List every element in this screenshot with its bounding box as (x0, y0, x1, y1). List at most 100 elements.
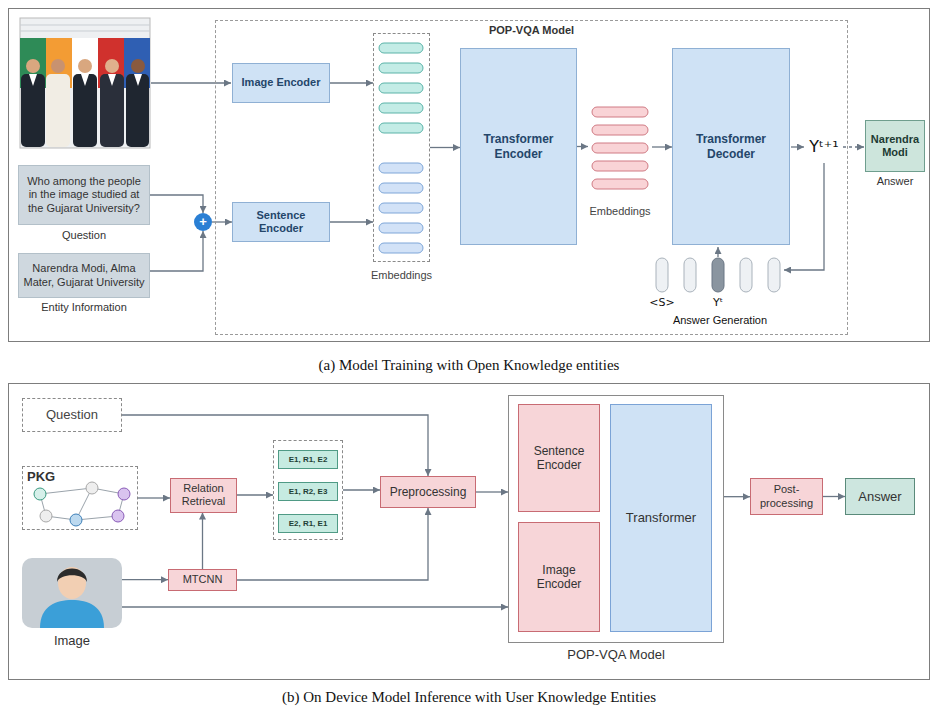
person-body (21, 74, 45, 147)
input-box: Question (22, 398, 122, 432)
box-label: Sentence Encoder (523, 444, 595, 473)
flow-arrow (577, 146, 588, 147)
answer-arrow (843, 146, 864, 147)
box-caption: Question (62, 229, 106, 242)
box-caption: (a) Model Training with Open Knowledge e… (319, 356, 620, 374)
answer-box: Answer (845, 478, 915, 515)
box-label: Who among the people in the image studie… (23, 175, 145, 215)
text-area: Transformer Encoder (465, 132, 572, 161)
box-label: Transformer Decoder (677, 132, 785, 161)
text-area: + (194, 214, 212, 230)
embedding-pills (379, 43, 648, 253)
encoder-box: Image Encoder (232, 63, 330, 103)
flow-arrow (343, 489, 380, 490)
box-caption: Image (54, 633, 90, 649)
text-area: E2, R1, E1 (281, 519, 335, 529)
box-label: Image Encoder (242, 76, 321, 89)
text-area: E1, R2, E3 (281, 487, 335, 497)
flow-arrow (430, 147, 460, 148)
section-label: Answer Generation (673, 314, 767, 327)
text-area: Post-processing (755, 483, 818, 509)
process-box: Relation Retrieval (170, 478, 237, 513)
person-body (126, 74, 149, 147)
feedback-arrow (784, 163, 824, 270)
person-head (131, 59, 145, 73)
triple-box: E1, R2, E3 (278, 482, 338, 501)
person-body (100, 74, 124, 147)
embedding-pill (592, 125, 648, 135)
triple-group: E1, R1, E2 E1, R2, E3 E2, R1, E1 (273, 440, 343, 540)
flow-arrow (150, 195, 203, 213)
triple-box: E2, R1, E1 (278, 514, 338, 533)
embedding-pill (379, 63, 423, 73)
token-pill (712, 258, 724, 292)
flow-arrow (237, 494, 273, 495)
flow-arrow (237, 508, 428, 580)
person-body (73, 74, 97, 147)
embedding-pill (592, 179, 648, 189)
output-token: Yᵗ⁺¹ (809, 137, 838, 156)
question-box: Who among the people in the image studie… (18, 165, 150, 225)
graph-node (112, 510, 124, 522)
ceiling-line (20, 25, 150, 26)
icon-face (58, 567, 86, 599)
embedding-pill (592, 143, 648, 153)
token-pill (768, 258, 780, 292)
embedding-pill (379, 163, 423, 173)
transformer-box: Transformer Encoder (460, 48, 577, 245)
flow-arrow (330, 221, 373, 222)
embedding-pill (592, 161, 648, 171)
graph-edge (40, 488, 92, 494)
model-frame: Image EncoderSentence EncoderEmbeddingsT… (215, 20, 848, 335)
token-pill (684, 258, 696, 292)
box-label: Transformer (626, 510, 696, 526)
triple-box: E1, R1, E2 (278, 450, 338, 469)
embedding-pill (379, 43, 423, 53)
embedding-stack: Embeddings (373, 33, 430, 262)
text-area: Narendra Modi, Alma Mater, Gujarat Unive… (23, 262, 145, 288)
box-caption: Answer (877, 175, 914, 188)
person-shirt (29, 74, 37, 86)
text-area: Preprocessing (385, 485, 471, 499)
text-area: Image Encoder (237, 76, 325, 89)
text-area: Relation Retrieval (175, 482, 232, 508)
box-label: E2, R1, E1 (289, 519, 328, 529)
process-box: Post-processing (750, 478, 823, 515)
flow-arrow (330, 82, 373, 83)
flow-arrow (122, 606, 508, 607)
person-body (46, 74, 70, 147)
token-label: <S> (649, 296, 674, 309)
flow-arrow (122, 579, 168, 580)
flow-arrow (150, 231, 203, 271)
output-arrow (791, 146, 804, 147)
embedding-pill (379, 103, 423, 113)
process-box: MTCNN (168, 569, 237, 591)
graph-box: PKG (22, 466, 138, 530)
text-area: Answer (850, 489, 910, 505)
flow-arrow (122, 415, 428, 476)
embedding-pill (379, 223, 423, 233)
panel-frame: Who among the people in the image studie… (8, 8, 930, 342)
embedding-stack: Embeddings (588, 97, 652, 197)
box-caption: (b) On Device Model Inference with User … (282, 688, 656, 706)
box-label: E1, R2, E3 (289, 487, 328, 497)
box-label: Relation Retrieval (175, 482, 232, 508)
text-area: Question (27, 407, 117, 423)
process-box: Preprocessing (380, 476, 476, 508)
entity-box: Narendra Modi, Alma Mater, Gujarat Unive… (18, 253, 150, 298)
flow-arrow (202, 513, 203, 570)
graph-node (118, 488, 130, 500)
text-area: Transformer (615, 510, 707, 526)
input-arrow (151, 82, 231, 83)
box-label: Narendra Modi, Alma Mater, Gujarat Unive… (23, 262, 145, 288)
box-label: Answer (858, 489, 901, 505)
token-sequence (656, 258, 780, 292)
text-area: Transformer Decoder (677, 132, 785, 161)
box-label: MTCNN (183, 573, 223, 586)
box-label: + (199, 214, 207, 230)
image-input: Image (22, 558, 122, 628)
person-head (105, 59, 119, 73)
token-arrow (717, 247, 718, 257)
flow-arrow (138, 497, 170, 498)
embedding-pill (592, 107, 648, 117)
